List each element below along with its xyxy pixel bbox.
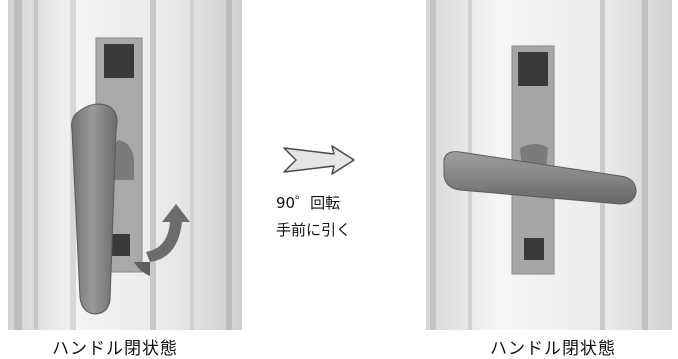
handle-pivot [112, 140, 134, 180]
horizontal-handle [443, 151, 637, 205]
right-caption: ハンドル閉状態 [490, 339, 616, 359]
upper-latch-slot [518, 52, 548, 86]
lower-latch-slot [108, 234, 130, 256]
left-caption: ハンドル閉状態 [52, 339, 178, 359]
rotated-handle-illustration [426, 0, 672, 330]
lower-latch-slot [524, 238, 544, 260]
left-illustration [0, 0, 250, 330]
rotate-arrow-icon [146, 204, 190, 262]
pull-instruction: 手前に引く [276, 221, 352, 239]
upper-latch-slot [104, 44, 134, 78]
right-arrow-icon [282, 144, 356, 176]
right-illustration [424, 0, 678, 330]
vertical-handle [71, 103, 118, 315]
closed-handle-illustration [8, 0, 242, 330]
rotate-instruction: 90゜回転 [276, 194, 341, 212]
